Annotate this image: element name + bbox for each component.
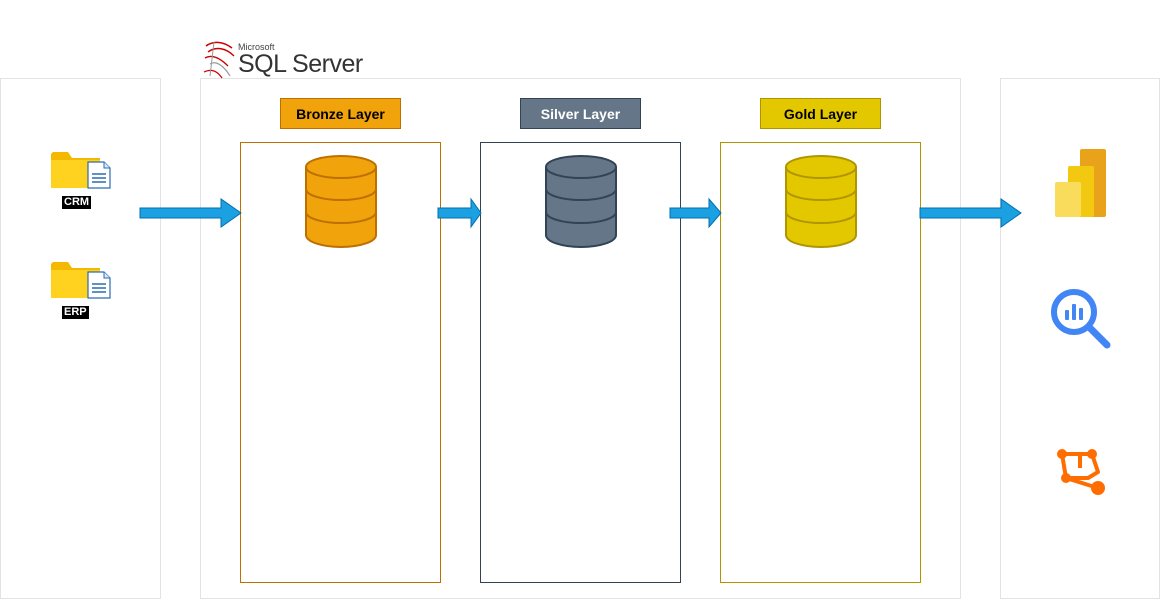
bronze-database-icon bbox=[305, 155, 377, 248]
logo-vendor: Microsoft bbox=[238, 42, 275, 52]
arrow-sources-to-bronze bbox=[139, 198, 242, 228]
arrow-silver-to-gold bbox=[669, 197, 722, 229]
gold-layer-label[interactable]: Gold Layer bbox=[760, 98, 881, 129]
source-label-erp: ERP bbox=[62, 306, 89, 319]
silver-database-icon bbox=[545, 155, 617, 248]
gold-database-icon bbox=[785, 155, 857, 248]
folder-file-icon bbox=[51, 262, 111, 299]
power-bi-icon[interactable] bbox=[1052, 148, 1108, 218]
folder-file-icon bbox=[51, 152, 111, 189]
sql-server-logo: Microsoft SQL Server bbox=[200, 38, 370, 80]
source-crm[interactable]: CRM bbox=[50, 148, 112, 212]
silver-layer-label[interactable]: Silver Layer bbox=[520, 98, 641, 129]
source-label-crm: CRM bbox=[62, 196, 92, 209]
machine-learning-icon[interactable] bbox=[1054, 446, 1108, 500]
source-erp[interactable]: ERP bbox=[50, 258, 112, 322]
logo-product: SQL Server bbox=[238, 50, 363, 78]
sql-server-icon bbox=[203, 41, 235, 79]
arrow-gold-to-consumers bbox=[919, 198, 1022, 228]
bronze-layer-label[interactable]: Bronze Layer bbox=[280, 98, 401, 129]
arrow-bronze-to-silver bbox=[437, 197, 482, 229]
analytics-search-icon[interactable] bbox=[1050, 288, 1112, 350]
